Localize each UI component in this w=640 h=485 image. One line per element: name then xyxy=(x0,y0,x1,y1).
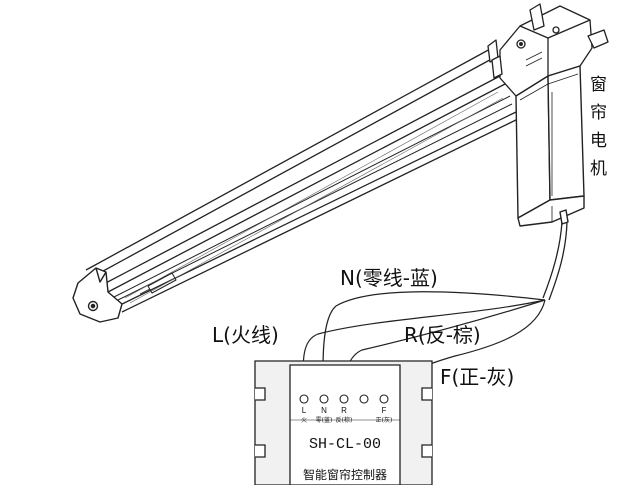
terminal-letter: L xyxy=(302,406,307,415)
terminal-sub: 反(棕) xyxy=(336,416,353,424)
wire-label-R: R(反-棕) xyxy=(404,323,481,347)
motor-label: 窗 帘 电 机 xyxy=(590,75,607,179)
curtain-track xyxy=(85,47,521,313)
terminal-letters: L N R F xyxy=(302,406,387,415)
motor-label-char: 机 xyxy=(590,159,607,179)
motor-label-char: 帘 xyxy=(590,103,607,123)
controller-model: SH-CL-00 xyxy=(309,436,381,453)
wire-label-F: F(正-灰) xyxy=(440,365,514,389)
wire-label-N: N(零线-蓝) xyxy=(340,266,438,290)
controller-box xyxy=(254,360,433,485)
terminal-letter: N xyxy=(321,406,327,415)
terminal-R xyxy=(339,394,349,404)
motor-label-char: 窗 xyxy=(590,75,607,95)
terminal-letter: F xyxy=(382,406,387,415)
controller-name: 智能窗帘控制器 xyxy=(303,467,387,482)
wire-N xyxy=(322,291,546,396)
terminal-block xyxy=(299,394,389,404)
terminal-blank-1 xyxy=(359,394,369,404)
terminal-L xyxy=(299,394,309,404)
terminal-N xyxy=(319,394,329,404)
track-right-housing xyxy=(487,3,609,97)
wire-L xyxy=(302,299,546,396)
terminal-sub: 正(灰) xyxy=(376,416,393,424)
terminal-letter: R xyxy=(341,406,347,415)
terminal-blank-2 xyxy=(379,394,389,404)
motor-cable xyxy=(542,221,568,301)
terminal-sub: 火 xyxy=(301,417,307,424)
curtain-motor xyxy=(515,65,585,227)
motor-label-char: 电 xyxy=(590,131,607,151)
terminal-sub: 零(蓝) xyxy=(316,416,333,424)
wire-label-L: L(火线) xyxy=(212,323,279,347)
track-end-cap xyxy=(72,267,123,323)
terminal-sublabels: 火 零(蓝) 反(棕) 正(灰) xyxy=(301,416,392,424)
